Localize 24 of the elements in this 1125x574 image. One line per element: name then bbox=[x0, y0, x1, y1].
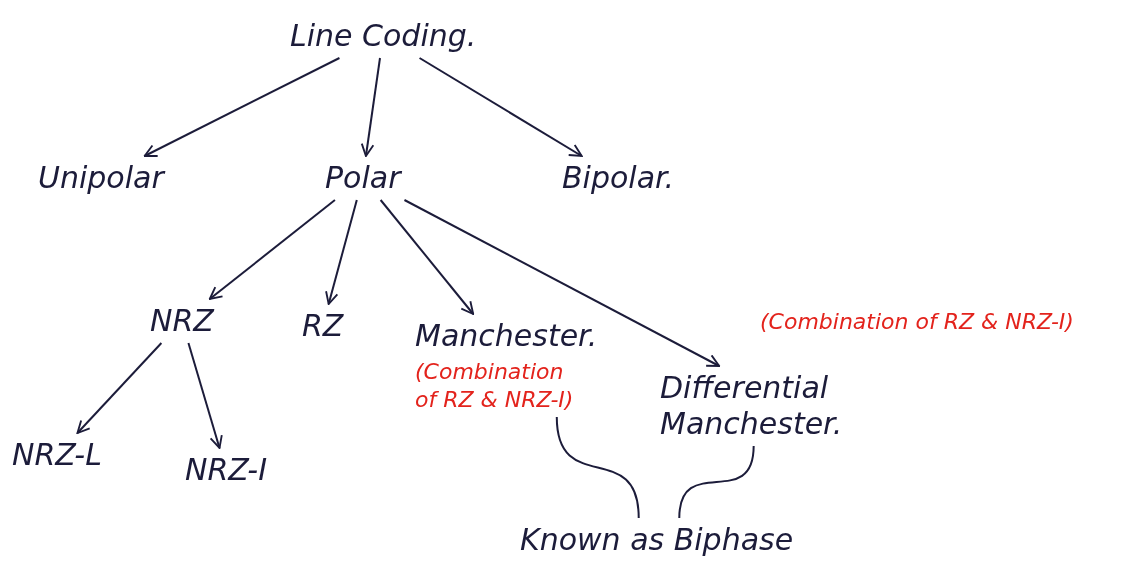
node-label: Line Coding. bbox=[290, 18, 477, 54]
leader-line bbox=[555, 416, 640, 519]
arrow bbox=[360, 57, 381, 157]
node-label: Unipolar bbox=[38, 160, 164, 196]
arrow bbox=[325, 199, 358, 305]
arrow bbox=[143, 57, 341, 157]
leader-line bbox=[678, 445, 755, 519]
arrow bbox=[403, 199, 721, 367]
arrow bbox=[187, 342, 223, 449]
node-label: RZ bbox=[302, 308, 344, 344]
node-label: NRZ-I bbox=[185, 452, 268, 488]
node-label: Polar bbox=[325, 160, 401, 196]
node-label: Manchester. bbox=[415, 318, 598, 354]
node-label: Known as Biphase bbox=[520, 522, 794, 558]
node-label: Bipolar. bbox=[562, 160, 675, 196]
arrow bbox=[418, 57, 583, 157]
annotation: (Combination of RZ & NRZ-I) bbox=[415, 358, 575, 413]
node-label: NRZ bbox=[150, 303, 214, 339]
arrow bbox=[379, 199, 475, 315]
arrow bbox=[208, 199, 336, 300]
arrow bbox=[76, 342, 163, 434]
node-label: Differential Manchester. bbox=[660, 370, 844, 442]
node-label: NRZ-L bbox=[12, 437, 102, 473]
annotation: (Combination of RZ & NRZ-I) bbox=[760, 308, 1075, 336]
